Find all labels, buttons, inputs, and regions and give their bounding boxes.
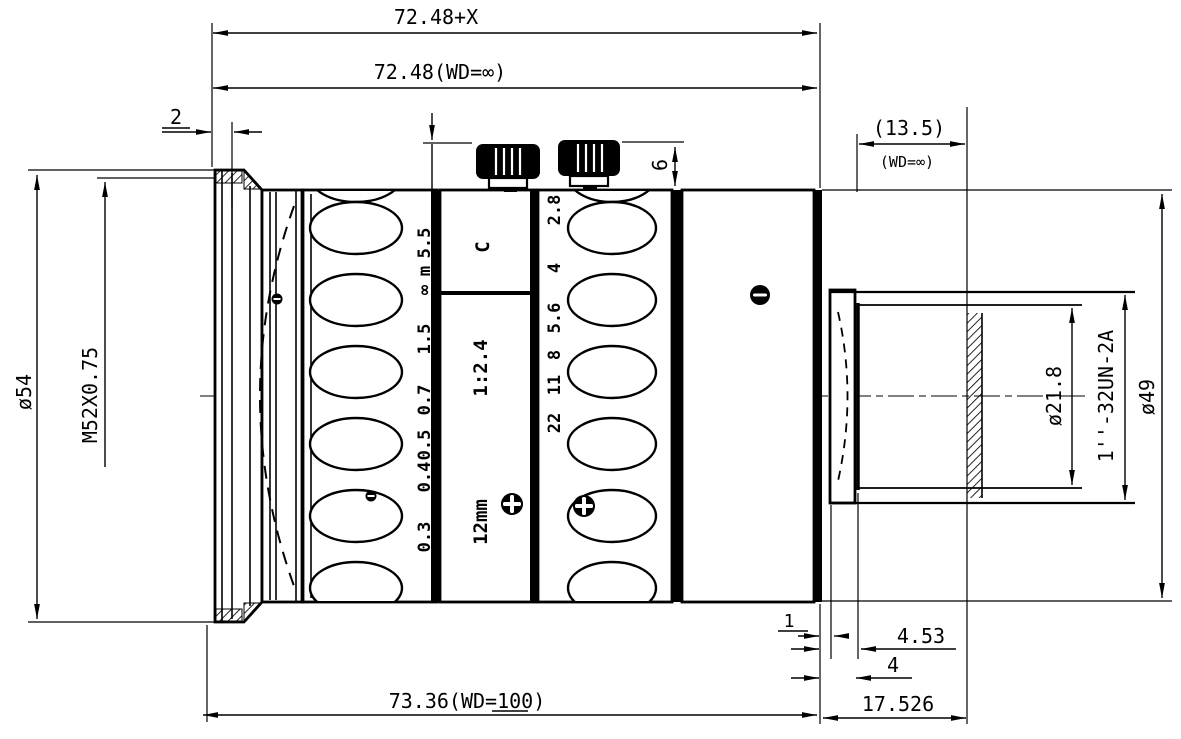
focus-scale-1-5: 1.5 xyxy=(415,324,435,355)
dim-text-rear-clearance: (13.5) xyxy=(873,116,945,140)
aperture-ratio-label: 1:2.4 xyxy=(470,339,492,396)
ring-divider-right xyxy=(672,190,682,602)
dim-front-od: ø54 xyxy=(12,175,40,619)
focus-scale-5-5: 5.5 xyxy=(415,228,435,259)
dim-filter-thread: M52X0.75 xyxy=(78,182,108,467)
dim-text-barrel-od: ø49 xyxy=(1135,379,1159,415)
dim-step-one: 1 xyxy=(778,611,849,639)
set-screw-rear xyxy=(750,285,770,305)
dim-rear-clearance: (13.5) (WD=∞) xyxy=(859,116,965,171)
dim-mount-thread: 1''-32UN-2A xyxy=(1094,295,1128,500)
focus-scale-inf: ∞ xyxy=(415,284,435,295)
front-lens-housing xyxy=(259,188,304,604)
rear-element-housing xyxy=(828,288,857,505)
fstop-22: 22 xyxy=(545,413,565,433)
dim-flange-focal: 17.526 xyxy=(823,692,966,721)
focus-scale-0-7: 0.7 xyxy=(415,385,435,416)
dim-text-flange-focal: 17.526 xyxy=(862,692,934,716)
rear-element-curve xyxy=(837,311,849,482)
focus-scale-0-3: 0.3 xyxy=(415,522,435,553)
front-element-curve xyxy=(259,205,295,587)
focus-scale-0-4: 0.4 xyxy=(415,462,435,493)
dim-total-infinity: 72.48(WD=∞) xyxy=(213,60,817,91)
focus-scale-m: m xyxy=(415,266,435,276)
focus-scale-0-5: 0.5 xyxy=(415,430,435,461)
ring-divider-mid xyxy=(530,190,538,602)
aperture-scale: 2.8 4 5.6 8 11 22 xyxy=(545,195,565,434)
dim-front-lip: 2 xyxy=(162,105,262,135)
dim-text-mount-id: ø21.8 xyxy=(1042,366,1066,426)
mount-flange xyxy=(814,190,822,602)
image-plane-hatch xyxy=(967,313,982,498)
dim-text-step-one: 1 xyxy=(784,611,795,632)
dim-text-mount-thread: 1''-32UN-2A xyxy=(1094,330,1118,462)
focus-ring-knurling xyxy=(308,191,404,601)
dim-text-front-lip: 2 xyxy=(170,105,182,129)
focal-length-label: 12mm xyxy=(470,499,492,545)
thread-hatch-top xyxy=(215,170,243,184)
dimensions: 72.48+X 72.48(WD=∞) 2 ø54 M52X0.75 6 xyxy=(12,5,1165,721)
lock-thumbscrew-left xyxy=(476,144,540,192)
fstop-4: 4 xyxy=(545,263,565,273)
dim-text-rear-clearance-cond: (WD=∞) xyxy=(880,153,934,171)
thread-hatch-bottom xyxy=(215,608,243,622)
lock-thumbscrew-right xyxy=(558,140,620,191)
dim-step-453: 4.53 xyxy=(791,624,956,652)
mount-type-label: C xyxy=(472,241,494,252)
phillips-screw-mid xyxy=(501,493,523,515)
focus-ring: 5.5 m ∞ 1.5 0.7 0.5 0.4 0.3 xyxy=(301,188,439,604)
lens-body: 5.5 m ∞ 1.5 0.7 0.5 0.4 0.3 C 1:2.4 12mm xyxy=(213,140,1135,624)
dim-text-filter-thread: M52X0.75 xyxy=(78,347,102,443)
fstop-8: 8 xyxy=(545,350,565,360)
dim-step-four: 4 xyxy=(791,653,912,681)
ring-divider-left xyxy=(431,190,440,602)
dim-text-knob-height: 6 xyxy=(648,159,672,171)
fstop-2-8: 2.8 xyxy=(545,195,565,226)
front-filter-ring xyxy=(213,168,264,624)
extension-lines xyxy=(28,23,1172,724)
chamfer-hatch-bottom xyxy=(243,602,262,623)
dim-knob-height: 6 xyxy=(429,113,678,189)
dim-text-step-453: 4.53 xyxy=(897,624,945,648)
middle-fixed-section: C 1:2.4 12mm xyxy=(438,188,538,604)
dim-text-total-plus-x: 72.48+X xyxy=(394,5,478,29)
dim-text-total-wd100: 73.36(WD=100) xyxy=(389,689,546,713)
phillips-screw-aperture xyxy=(573,495,595,517)
focus-distance-scale: 5.5 m ∞ 1.5 0.7 0.5 0.4 0.3 xyxy=(415,228,435,553)
dim-mount-id: ø21.8 xyxy=(1042,308,1075,485)
aperture-ring: 2.8 4 5.6 8 11 22 xyxy=(536,188,674,604)
dim-barrel-od: ø49 xyxy=(1135,194,1165,598)
dim-text-total-infinity: 72.48(WD=∞) xyxy=(374,60,506,84)
fstop-11: 11 xyxy=(545,375,565,395)
dim-text-step-four: 4 xyxy=(887,653,899,677)
rear-mount-assembly xyxy=(828,288,1135,505)
dim-total-wd100: 73.36(WD=100) xyxy=(203,689,817,718)
dim-text-front-od: ø54 xyxy=(12,374,36,410)
chamfer-hatch-top xyxy=(243,169,262,190)
dim-total-plus-x: 72.48+X xyxy=(213,5,817,36)
fstop-5-6: 5.6 xyxy=(545,303,565,334)
rear-barrel xyxy=(680,188,816,604)
